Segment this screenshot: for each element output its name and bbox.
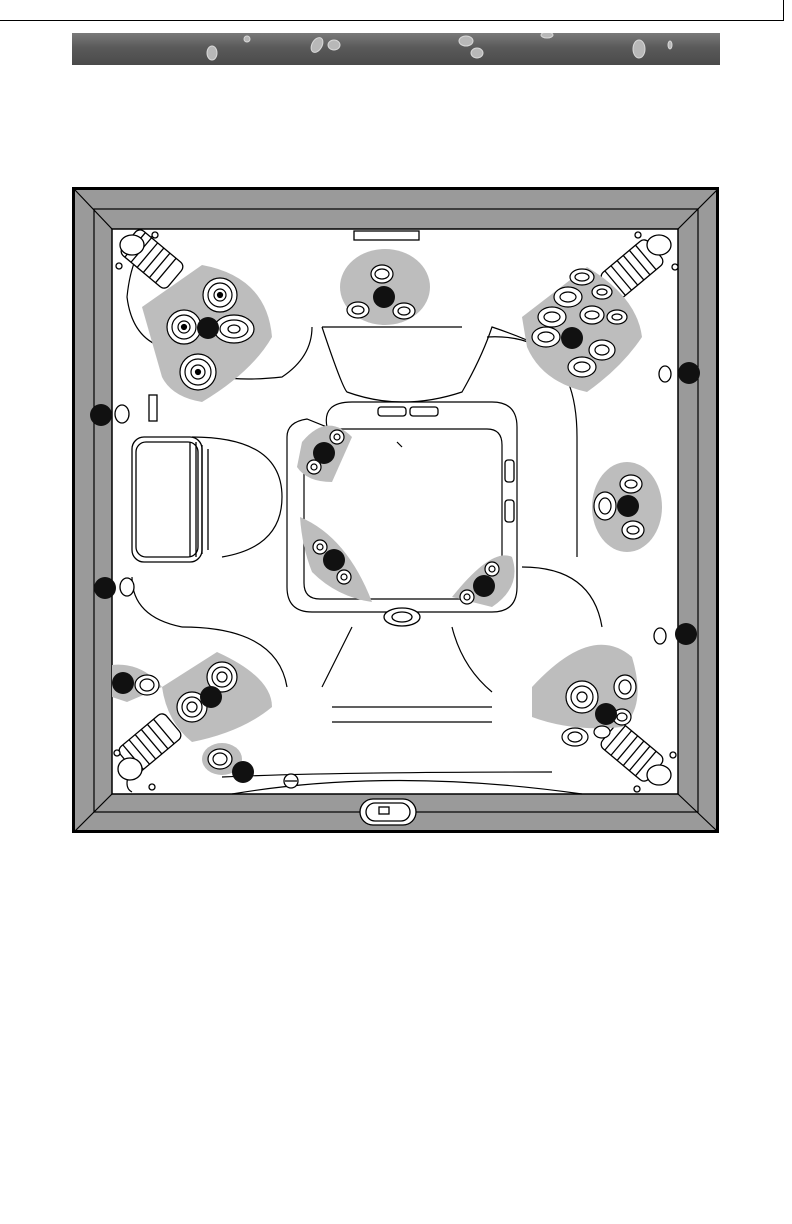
callout-marker	[112, 672, 134, 694]
callout-marker	[473, 575, 495, 597]
lounge-seat-left	[132, 437, 208, 562]
top-ledge-fitting-right	[410, 407, 438, 416]
callout-marker	[232, 761, 254, 783]
callout-marker	[678, 362, 700, 384]
callout-marker	[617, 495, 639, 517]
callout-marker	[595, 703, 617, 725]
callout-marker	[94, 577, 116, 599]
callout-marker	[373, 286, 395, 308]
water-droplet-banner	[72, 33, 720, 65]
callout-marker	[323, 549, 345, 571]
callout-marker	[561, 327, 583, 349]
page-top-rule	[0, 0, 792, 24]
filter-left-lower	[120, 578, 134, 596]
filter-right-upper	[659, 366, 671, 382]
callout-marker	[675, 623, 697, 645]
filter-right-lower	[654, 628, 666, 644]
waterfall-spout	[354, 231, 419, 240]
filter-left-upper	[115, 405, 129, 423]
callout-marker	[197, 317, 219, 339]
handrail-marker	[149, 395, 157, 421]
spa-top-view-diagram	[72, 187, 720, 835]
callout-marker	[90, 404, 112, 426]
top-ledge-fitting-left	[378, 407, 406, 416]
callout-marker	[313, 442, 335, 464]
callout-marker	[200, 686, 222, 708]
